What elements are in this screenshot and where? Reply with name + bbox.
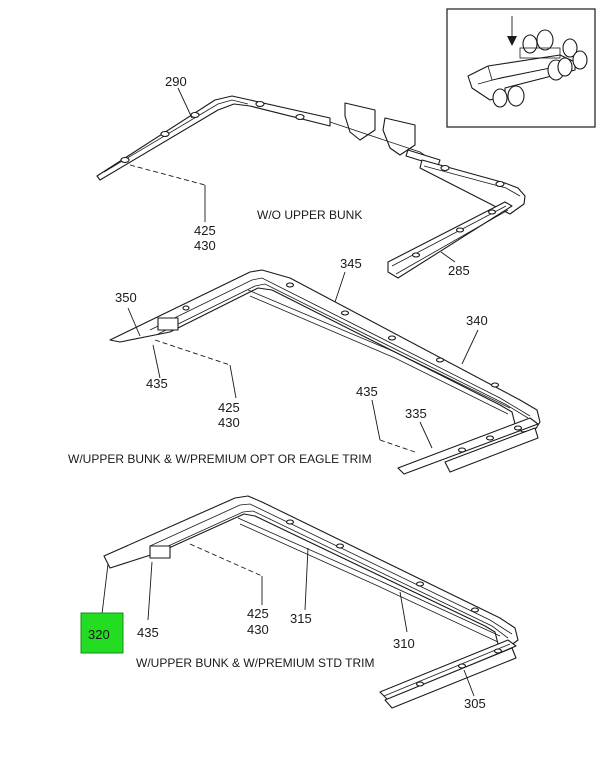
callout-425-top[interactable]: 425 xyxy=(194,223,216,238)
trim-strip-335 xyxy=(397,417,539,475)
trim-frame-340-345 xyxy=(109,269,541,433)
callout-430-mid[interactable]: 430 xyxy=(218,415,240,430)
callout-340[interactable]: 340 xyxy=(466,313,488,328)
truck-chassis-icon xyxy=(467,29,588,108)
callout-290[interactable]: 290 xyxy=(165,74,187,89)
callout-315[interactable]: 315 xyxy=(290,611,312,626)
trim-rail-290 xyxy=(96,95,331,181)
callout-345[interactable]: 345 xyxy=(340,256,362,271)
callout-435-right[interactable]: 435 xyxy=(356,384,378,399)
callout-430-top[interactable]: 430 xyxy=(194,238,216,253)
trim-brackets xyxy=(329,102,441,167)
trim-channel-305 xyxy=(379,639,517,709)
note-wo-upper-bunk: W/O UPPER BUNK xyxy=(257,208,362,222)
note-premium-opt: W/UPPER BUNK & W/PREMIUM OPT OR EAGLE TR… xyxy=(68,452,372,466)
callout-350[interactable]: 350 xyxy=(115,290,137,305)
locator-arrow-icon xyxy=(507,36,517,46)
callout-335[interactable]: 335 xyxy=(405,406,427,421)
callout-310[interactable]: 310 xyxy=(393,636,415,651)
trim-rail-right xyxy=(419,159,526,215)
section-wo-upper-bunk xyxy=(96,87,526,279)
locator-inset xyxy=(446,8,596,128)
callout-435-bottom[interactable]: 435 xyxy=(137,625,159,640)
section-premium-opt xyxy=(109,269,541,475)
trim-channel-285 xyxy=(387,201,513,279)
callout-285[interactable]: 285 xyxy=(448,263,470,278)
callout-305[interactable]: 305 xyxy=(464,696,486,711)
note-premium-std: W/UPPER BUNK & W/PREMIUM STD TRIM xyxy=(136,656,374,670)
callout-320-highlight[interactable] xyxy=(80,612,124,654)
callout-320[interactable]: 320 xyxy=(88,627,110,642)
callout-435-mid[interactable]: 435 xyxy=(146,376,168,391)
section-premium-std xyxy=(101,495,519,709)
callout-425-bottom[interactable]: 425 xyxy=(247,606,269,621)
callout-425-mid[interactable]: 425 xyxy=(218,400,240,415)
callout-430-bottom[interactable]: 430 xyxy=(247,622,269,637)
